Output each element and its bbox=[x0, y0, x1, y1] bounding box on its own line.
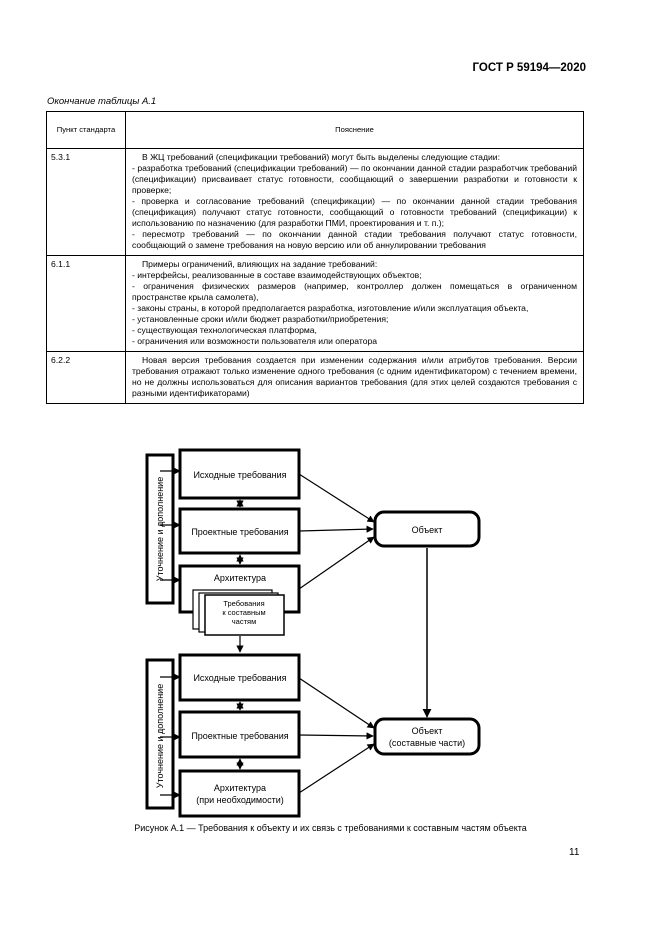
explanation-line: - разработка требований (спецификации тр… bbox=[132, 163, 577, 195]
explanation-line: - ограничения или возможности пользовате… bbox=[132, 336, 378, 346]
initial-requirements-box-top bbox=[178, 448, 301, 500]
column-header-explanation: Пояснение bbox=[125, 111, 584, 149]
explanation-cell: В ЖЦ требований (спецификации требований… bbox=[125, 148, 584, 256]
document-standard-number: ГОСТ Р 59194—2020 bbox=[472, 62, 586, 74]
explanation-line: - законы страны, в которой предполагаетс… bbox=[132, 303, 529, 313]
object-label: Объект bbox=[412, 525, 443, 535]
side-label-bottom: Уточнение и дополнение bbox=[155, 684, 165, 788]
object-components-line2: (составные части) bbox=[389, 738, 465, 748]
design-requirements-label-top: Проектные требования bbox=[191, 527, 288, 537]
figure-caption: Рисунок А.1 — Требования к объекту и их … bbox=[134, 823, 527, 833]
explanation-line: - интерфейсы, реализованные в составе вз… bbox=[132, 270, 422, 280]
explanation-cell: Новая версия требования создается при из… bbox=[125, 351, 584, 404]
initial-requirements-label-top: Исходные требования bbox=[193, 470, 286, 480]
refinement-bracket-top bbox=[145, 453, 175, 605]
explanation-line: - существующая технологическая платформа… bbox=[132, 325, 317, 335]
page-number: 11 bbox=[569, 847, 580, 858]
component-requirements-line2: к составным bbox=[222, 608, 265, 617]
table-row: 5.3.1 В ЖЦ требований (спецификации треб… bbox=[46, 148, 584, 256]
component-requirements-line3: частям bbox=[232, 617, 256, 626]
explanation-line: - проверка и согласование требований (сп… bbox=[132, 196, 577, 228]
design-requirements-label-bottom: Проектные требования bbox=[191, 731, 288, 741]
architecture-note-bottom: (при необходимости) bbox=[196, 795, 284, 805]
column-header-clause: Пункт стандарта bbox=[46, 111, 126, 149]
architecture-box-bottom bbox=[178, 769, 301, 818]
explanation-line: - пересмотр требований — по окончании да… bbox=[132, 229, 577, 250]
refinement-bracket-bottom bbox=[145, 658, 175, 810]
explanation-line: - ограничения физических размеров (напри… bbox=[132, 281, 577, 302]
component-requirements-box bbox=[204, 594, 285, 636]
explanation-line: В ЖЦ требований (спецификации требований… bbox=[142, 152, 500, 162]
architecture-label-bottom: Архитектура bbox=[214, 783, 266, 793]
initial-requirements-label-bottom: Исходные требования bbox=[193, 673, 286, 683]
object-box bbox=[373, 510, 481, 548]
table-caption: Окончание таблицы А.1 bbox=[47, 96, 157, 107]
explanation-line: Новая версия требования создается при из… bbox=[132, 355, 577, 398]
component-requirements-line1: Требования bbox=[223, 599, 264, 608]
table-header-row: Пункт стандарта Пояснение bbox=[46, 111, 584, 149]
bottom-group: Уточнение и дополнение Исходные требован… bbox=[145, 653, 481, 818]
object-components-line1: Объект bbox=[412, 726, 443, 736]
design-requirements-box-top bbox=[178, 507, 301, 555]
clause-cell: 6.2.2 bbox=[46, 351, 126, 404]
clause-cell: 6.1.1 bbox=[46, 255, 126, 352]
side-label-top: Уточнение и дополнение bbox=[155, 477, 165, 581]
explanation-line: Примеры ограничений, влияющих на задание… bbox=[142, 259, 378, 269]
table-row: 6.2.2 Новая версия требования создается … bbox=[46, 351, 584, 404]
architecture-label-top: Архитектура bbox=[214, 573, 266, 583]
object-components-box bbox=[373, 717, 481, 756]
design-requirements-box-bottom bbox=[178, 710, 301, 759]
initial-requirements-box-bottom bbox=[178, 653, 301, 702]
clause-cell: 5.3.1 bbox=[46, 148, 126, 256]
explanation-line: - установленные сроки и/или бюджет разра… bbox=[132, 314, 389, 324]
top-group: Уточнение и дополнение Исходные требован… bbox=[145, 448, 481, 636]
explanation-table: Пункт стандарта Пояснение 5.3.1 В ЖЦ тре… bbox=[46, 111, 584, 404]
